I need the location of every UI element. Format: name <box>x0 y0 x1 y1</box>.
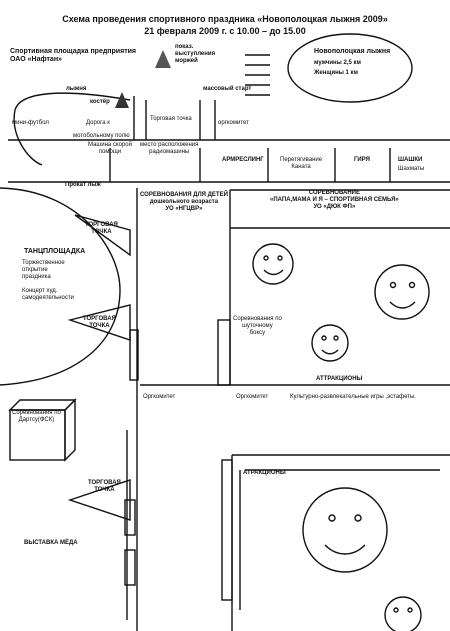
armwrestling-label: АРМРЕСЛИНГ <box>222 157 264 163</box>
attractions-1-label: АТТРАКЦИОНЫ <box>316 376 363 382</box>
darts-label: Соревнования по Дартсу(ФСК) <box>12 410 61 423</box>
mini-football-label: мини-футбол <box>12 120 49 126</box>
trade-point-1-label: ТОРГОВАЯ ТОЧКА <box>85 222 118 235</box>
orgcommittee-right-label: Оргкомитет <box>236 394 269 400</box>
honey-exhibition-label: ВЫСТАВКА МЁДА <box>24 540 78 546</box>
opening-label: Торжественное открытие праздника <box>22 260 65 280</box>
orgcommittee-mid-label: Оргкомитет <box>143 394 176 400</box>
stall-rect <box>124 499 136 536</box>
checkers-sub-label: Шахматы <box>398 166 425 172</box>
checkers-label: ШАШКИ <box>398 157 423 163</box>
page-title: Схема проведения спортивного праздника «… <box>62 14 388 24</box>
orgcommittee-top-label: оргкомитет <box>218 120 249 126</box>
ski-track-label: лыжня <box>66 86 87 92</box>
bonfire-icon <box>115 92 129 108</box>
orgcommittee-booth <box>129 329 139 381</box>
motor-field-label: мотобольному полю <box>73 133 130 139</box>
dance-area-arc <box>0 187 121 386</box>
family-competition-label: СОРЕВНОВАНИЕ «ПАПА,МАМА И Я – СПОРТИВНАЯ… <box>270 190 399 210</box>
trade-point-3-label: ТОРГОВАЯ ТОЧКА <box>88 480 121 493</box>
arrow-icon <box>245 54 270 96</box>
dance-floor-label: ТАНЦПЛОЩАДКА <box>24 248 86 255</box>
trade-point-2-label: ТОРГОВАЯ ТОЧКА <box>83 316 116 329</box>
ski-rental-label: Прокат лыж <box>65 182 101 188</box>
smiley-icon <box>384 596 422 631</box>
radio-car-label: место расположения радиомашины <box>140 142 199 155</box>
attractions-2-label: АТРАКЦИОНЫ <box>243 470 286 476</box>
ambulance-label: Машина скорой помощи <box>88 142 132 155</box>
ski-loop-right <box>287 33 413 103</box>
sport-ground-label: Спортивная площадка предприятия ОАО «Наф… <box>10 48 137 64</box>
bonfire-label: костёр <box>90 99 110 105</box>
ski-track-title: Новополоцкая лыжня <box>314 48 391 55</box>
smiley-icon <box>311 324 349 362</box>
darts-box-top <box>8 399 77 411</box>
concert-label: Концерт худ. самодеятельности <box>22 288 74 301</box>
ski-women-label: Женщины 1 км <box>314 70 358 76</box>
kettlebell-label: ГИРЯ <box>354 157 370 163</box>
walrus-label: показ. выступления моржей <box>175 44 216 64</box>
joke-boxing-label: Соревнования по шуточному боксу <box>233 316 282 336</box>
ski-men-label: мужчины 2,5 км <box>314 60 361 66</box>
darts-box-side <box>64 398 76 462</box>
stall-rect <box>221 459 233 601</box>
ski-loop-left <box>13 92 131 166</box>
stall-rect <box>124 549 136 586</box>
kids-competition-label: СОРЕВНОВАНИЯ ДЛЯ ДЕТЕЙ дошкольного возра… <box>140 192 228 212</box>
trade-stall-shape <box>67 304 131 341</box>
walrus-marker-icon <box>155 50 171 68</box>
page-subtitle: 21 февраля 2009 г. с 10.00 – до 15.00 <box>144 26 306 36</box>
orgcommittee-booth <box>217 319 231 386</box>
tug-of-war-label: Перетягивание Каната <box>280 157 323 170</box>
mass-start-label: массовый старт <box>203 86 252 92</box>
trade-point-top-label: Торговая точка <box>150 116 192 122</box>
smiley-icon <box>374 264 430 320</box>
road-to-label: Дорога к <box>86 120 110 126</box>
trade-stall-shape <box>74 214 131 257</box>
smiley-icon <box>252 243 294 285</box>
cultural-games-label: Культурно-развлекательные игры ,эстафеты… <box>290 394 416 400</box>
smiley-icon <box>302 487 388 573</box>
